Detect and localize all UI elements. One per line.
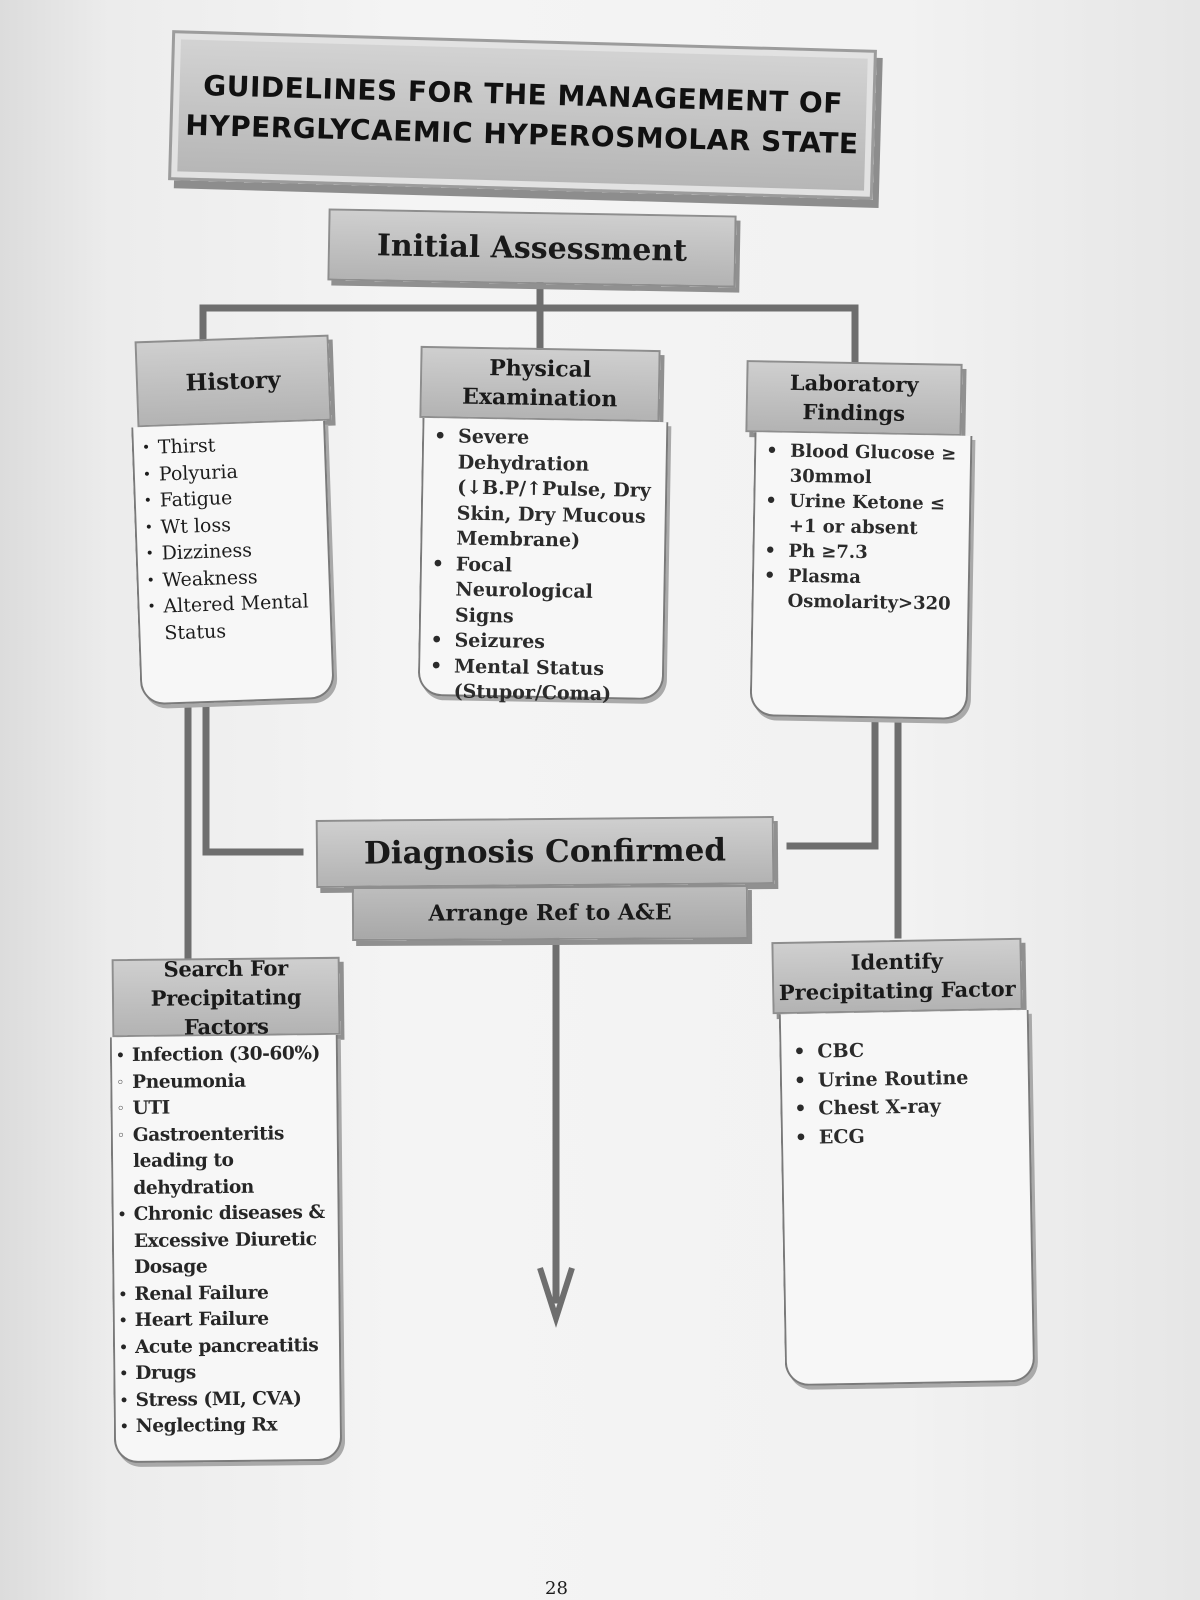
list-item: Infection (30-60%): [114, 1041, 330, 1070]
connector-lab-to-diagnosis: [786, 718, 879, 850]
list-item: Chest X-ray: [788, 1091, 1022, 1124]
list-item: Altered Mental Status: [145, 588, 325, 647]
list-item: Neglecting Rx: [118, 1412, 334, 1441]
arrow-head-icon: [537, 1267, 575, 1328]
list-item: ECG: [789, 1119, 1023, 1152]
list-item: Gastroenteritis leading to dehydration: [115, 1120, 332, 1202]
identify-factor-header: Identify Precipitating Factor: [771, 937, 1023, 1015]
identify-factor-list: CBC Urine Routine Chest X-ray ECG: [787, 1034, 1023, 1152]
laboratory-findings-header: Laboratory Findings: [745, 360, 963, 436]
list-item: Drugs: [117, 1359, 333, 1388]
identify-factor-heading-1: Identify: [850, 948, 943, 975]
referral-box: Arrange Ref to A&E: [351, 884, 749, 942]
physical-examination-box: Severe Dehydration (↓B.P/↑Pulse, Dry Ski…: [417, 417, 669, 705]
list-item: Acute pancreatitis: [117, 1332, 333, 1361]
search-factors-list: Infection (30-60%) Pneumonia UTI Gastroe…: [114, 1041, 334, 1441]
history-list: Thirst Polyuria Fatigue Wt loss Dizzines…: [139, 429, 324, 647]
list-item: Renal Failure: [116, 1279, 332, 1308]
identify-factor-heading-2: Precipitating Factor: [778, 975, 1016, 1006]
history-header: History: [134, 334, 332, 428]
connector-history-to-diagnosis: [202, 696, 304, 856]
search-factors-header: Search For Precipitating Factors: [111, 955, 341, 1039]
history-heading: History: [185, 365, 281, 397]
laboratory-findings-heading-2: Findings: [802, 399, 906, 426]
list-item: CBC: [787, 1034, 1021, 1067]
list-item: Chronic diseases & Excessive Diuretic Do…: [116, 1200, 333, 1282]
diagnosis-box: Diagnosis Confirmed: [315, 816, 775, 888]
list-item: Mental Status (Stupor/Coma): [423, 653, 652, 708]
referral-label: Arrange Ref to A&E: [428, 899, 672, 927]
physical-examination-heading-2: Examination: [461, 383, 618, 413]
laboratory-findings-list: Blood Glucose ≥ 30mmol Urine Ketone ≤ +1…: [757, 438, 966, 617]
list-item: UTI: [114, 1094, 330, 1123]
diagnosis-label: Diagnosis Confirmed: [363, 832, 727, 872]
physical-examination-list: Severe Dehydration (↓B.P/↑Pulse, Dry Ski…: [423, 424, 656, 708]
list-item: Seizures: [424, 628, 652, 657]
list-item: Urine Routine: [788, 1062, 1022, 1095]
history-box: Thirst Polyuria Fatigue Wt loss Dizzines…: [131, 420, 335, 706]
laboratory-findings-heading-1: Laboratory: [789, 369, 919, 398]
list-item: Pneumonia: [114, 1067, 330, 1096]
list-item: Plasma Osmolarity>320: [757, 563, 964, 617]
search-factors-heading-1: Search For: [163, 954, 289, 982]
list-item: Urine Ketone ≤ +1 or absent: [759, 488, 966, 542]
list-item: Ph ≥7.3: [758, 538, 964, 567]
physical-examination-header: Physical Examination: [419, 345, 661, 423]
list-item: Severe Dehydration (↓B.P/↑Pulse, Dry Ski…: [426, 424, 656, 555]
title-banner: GUIDELINES FOR THE MANAGEMENT OF HYPERGL…: [168, 30, 877, 200]
initial-assessment-label: Initial Assessment: [376, 227, 688, 269]
search-factors-box: Infection (30-60%) Pneumonia UTI Gastroe…: [109, 1034, 343, 1464]
list-item: Blood Glucose ≥ 30mmol: [760, 438, 967, 492]
search-factors-heading-2: Precipitating Factors: [150, 983, 302, 1039]
laboratory-findings-box: Blood Glucose ≥ 30mmol Urine Ketone ≤ +1…: [749, 432, 973, 720]
list-item: Heart Failure: [117, 1306, 333, 1335]
page-number: 28: [545, 1578, 568, 1599]
identify-factor-box: CBC Urine Routine Chest X-ray ECG: [778, 1009, 1036, 1387]
list-item: Focal Neurological Signs: [425, 551, 654, 631]
list-item: Stress (MI, CVA): [117, 1385, 333, 1414]
physical-examination-heading-1: Physical: [488, 355, 592, 383]
initial-assessment-box: Initial Assessment: [327, 208, 737, 288]
